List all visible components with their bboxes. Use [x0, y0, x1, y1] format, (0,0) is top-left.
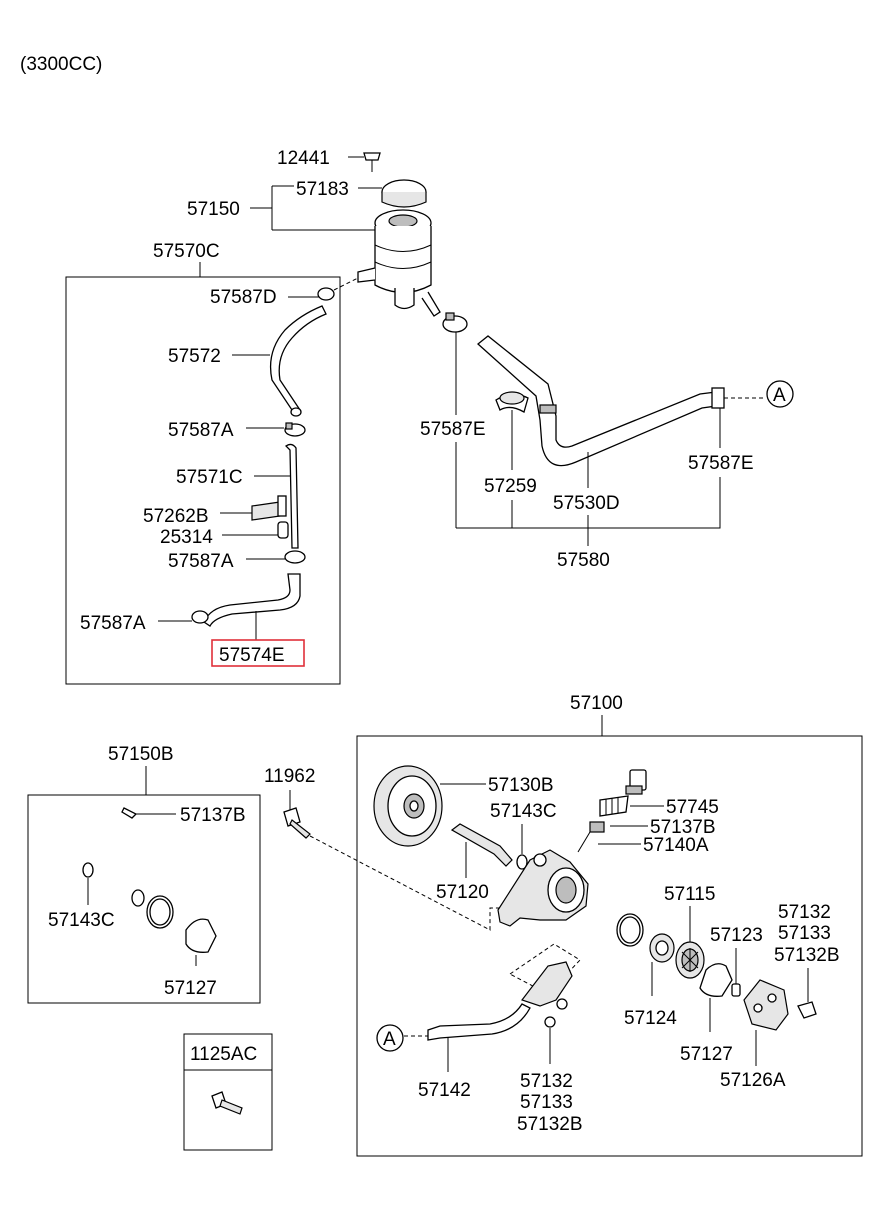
- bearing-57124: [649, 933, 675, 963]
- label-57132B-1: 57132B: [774, 945, 840, 966]
- rotor-57115: [675, 941, 705, 979]
- connector-A-bottom: A: [376, 1024, 404, 1052]
- clamp-57587A-2: [284, 550, 306, 564]
- label-57530D: 57530D: [553, 493, 620, 514]
- connector-A-top: A: [766, 380, 794, 408]
- clamp-57587A-3: [191, 610, 209, 624]
- oring-large-kit: [146, 895, 174, 929]
- label-25314: 25314: [160, 527, 213, 548]
- label-57137B-1: 57137B: [180, 805, 246, 826]
- gasket-57127: [699, 963, 733, 997]
- label-12441: 12441: [277, 148, 330, 169]
- label-57140A: 57140A: [643, 835, 709, 856]
- label-57142: 57142: [418, 1080, 471, 1101]
- label-57100: 57100: [570, 693, 623, 714]
- connector-57745: [625, 769, 647, 795]
- label-57587A-2: 57587A: [168, 551, 234, 572]
- label-57183: 57183: [296, 179, 349, 200]
- ring-seal: [616, 913, 644, 947]
- hose-kit-box: [65, 276, 341, 685]
- label-57262B: 57262B: [143, 506, 209, 527]
- spring-57137B: [599, 795, 629, 817]
- clip-57137B: [121, 807, 138, 819]
- label-57130B: 57130B: [488, 775, 554, 796]
- label-57587A-1: 57587A: [168, 420, 234, 441]
- gasket-57127-kit: [185, 918, 217, 953]
- label-57127-2: 57127: [680, 1044, 733, 1065]
- clamp-57587D: [317, 277, 359, 301]
- svg-text:A: A: [383, 1029, 396, 1050]
- hose-57574E: [203, 573, 301, 627]
- label-57127-1: 57127: [164, 978, 217, 999]
- hose-57572: [269, 305, 327, 417]
- clamp-57587A-1: [284, 422, 306, 437]
- label-57120: 57120: [436, 882, 489, 903]
- label-57745: 57745: [666, 797, 719, 818]
- label-57587A-3: 57587A: [80, 613, 146, 634]
- label-57123: 57123: [710, 925, 763, 946]
- reservoir-tank: [357, 152, 441, 317]
- label-57587E-2: 57587E: [688, 453, 754, 474]
- label-57124: 57124: [624, 1008, 677, 1029]
- label-57132-1: 57132: [778, 902, 831, 923]
- label-57115: 57115: [664, 884, 715, 905]
- pin-57123: [731, 983, 741, 997]
- pipe-57142: [427, 1003, 531, 1041]
- bolt-11962: [283, 807, 311, 839]
- label-57132B-2: 57132B: [517, 1114, 583, 1135]
- label-57150: 57150: [187, 199, 240, 220]
- seal-kit-box: [27, 794, 261, 1004]
- bolt-box: [183, 1033, 273, 1151]
- grommet-25314: [277, 521, 289, 539]
- shaft-57120: [450, 823, 513, 867]
- label-57150B: 57150B: [108, 744, 174, 765]
- bolt-57132-bottom: [544, 1016, 556, 1028]
- bracket-pipe: [521, 961, 573, 1010]
- label-57570C: 57570C: [153, 241, 220, 262]
- label-57574E: 57574E: [219, 645, 285, 666]
- pulley-57130B: [373, 765, 443, 847]
- label-57133-1: 57133: [778, 923, 831, 944]
- label-57259: 57259: [484, 476, 537, 497]
- cover-57126A: [743, 979, 789, 1031]
- label-57587E-1: 57587E: [420, 419, 486, 440]
- pump-body: [497, 849, 589, 927]
- label-57143C-1: 57143C: [48, 910, 115, 931]
- clamp-57587E-2: [711, 387, 764, 409]
- bolt-1125AC: [211, 1091, 243, 1115]
- oring-57143C: [516, 854, 528, 870]
- label-57126A: 57126A: [720, 1070, 786, 1091]
- hose-57571C: [284, 443, 299, 549]
- label-11962: 11962: [264, 766, 315, 787]
- label-57143C-2: 57143C: [490, 801, 557, 822]
- svg-text:A: A: [773, 385, 786, 406]
- valve-57140A: [577, 821, 605, 853]
- label-57587D: 57587D: [210, 287, 277, 308]
- label-57133-2: 57133: [520, 1092, 573, 1113]
- highlight-box: [211, 639, 305, 667]
- label-57580: 57580: [557, 550, 610, 571]
- clamp-57587E-1: [442, 312, 468, 333]
- oring-small-kit: [131, 889, 145, 907]
- clip-57259: [495, 391, 529, 413]
- label-57571C: 57571C: [176, 467, 243, 488]
- label-57137B-2: 57137B: [650, 817, 716, 838]
- label-57132-2: 57132: [520, 1071, 573, 1092]
- bolt-57132-right: [797, 1001, 817, 1019]
- bracket-57262B: [251, 495, 287, 521]
- label-1125AC: 1125AC: [190, 1044, 257, 1065]
- oring-57143C-kit: [82, 862, 94, 878]
- engine-note: (3300CC): [20, 54, 102, 75]
- label-57572: 57572: [168, 346, 221, 367]
- pump-assembly-box: [356, 735, 863, 1157]
